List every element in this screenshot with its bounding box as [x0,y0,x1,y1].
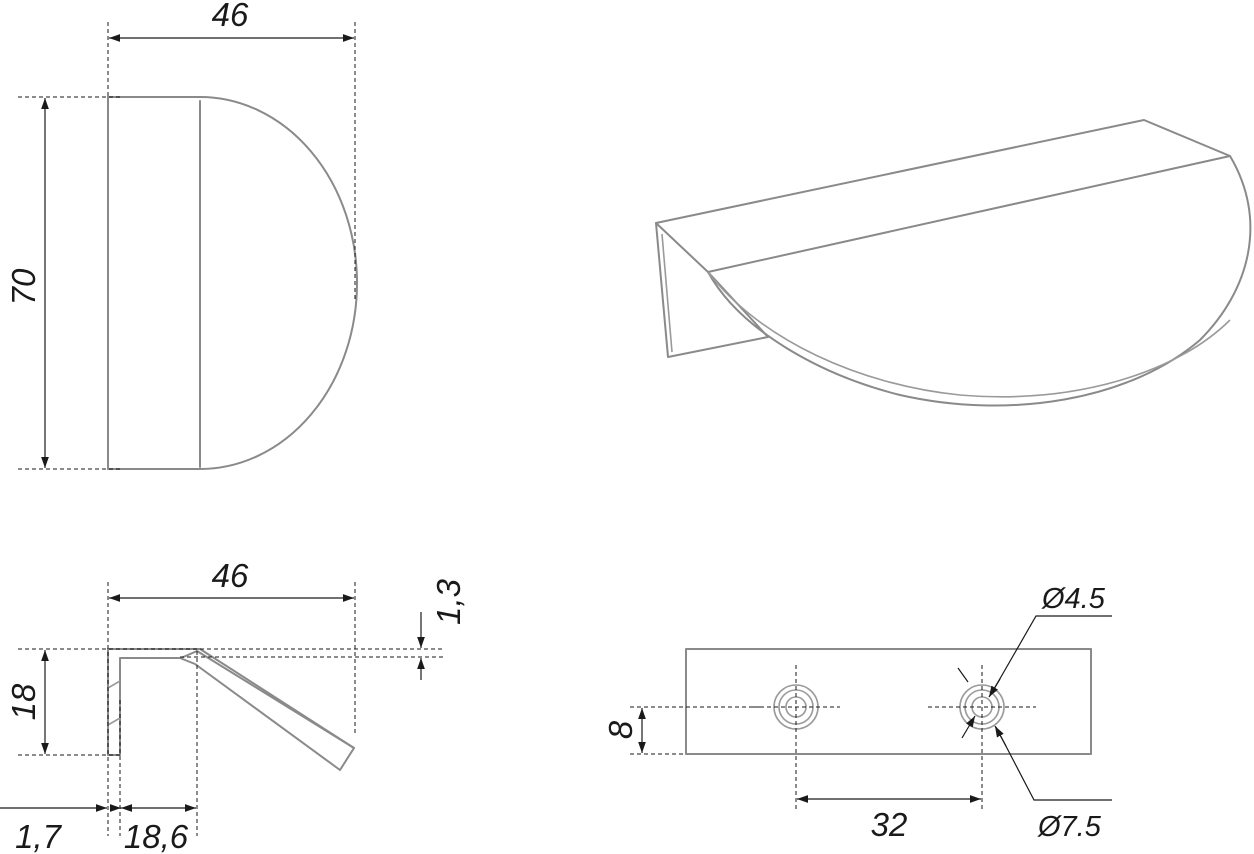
side-view-profile-top [107,648,355,749]
side-view-width-label: 46 [212,557,249,594]
side-view-height-label: 18 [5,683,42,720]
bottom-view: 32 8 Ø4.5 Ø7.5 [602,583,1112,843]
isometric-half-disc [707,155,1252,407]
side-view-flange-label: 18,6 [124,818,189,854]
side-view-wall-notch [107,680,121,726]
isometric-view [655,119,1252,407]
bottom-view-plate [685,648,1092,755]
edge-offset-label: 8 [602,720,639,739]
hole-diameter-arrow-opposite [961,715,976,739]
hole-diameter-arrow [988,678,1001,698]
front-view-width-label: 46 [212,0,249,33]
isometric-flange [655,222,769,358]
counterbore-diameter-arrow [994,725,1007,747]
front-view-height-label: 70 [5,268,42,305]
side-view-profile [107,648,355,771]
isometric-top-surface [655,119,1231,273]
hole-spacing-label: 32 [871,806,908,843]
hole-diameter-label: Ø4.5 [1041,583,1106,615]
hole-diameter-tick [957,667,969,683]
front-view-extension-lines [18,22,356,470]
side-view: 46 18 1,3 1,7 18,6 [0,557,467,854]
side-view-thickness-label: 1,3 [430,578,467,625]
bottom-view-center-lines [630,665,1036,812]
front-view-outline [107,95,358,470]
side-view-extension-lines [18,582,445,836]
front-view: 46 70 [5,0,358,470]
hole-diameter-leader [989,615,1112,697]
counterbore-diameter-leader [995,726,1112,801]
side-view-wall-label: 1,7 [15,818,63,854]
isometric-flange-inner [661,233,673,353]
isometric-disc-edge [707,271,1231,398]
counterbore-diameter-label: Ø7.5 [1037,811,1102,843]
